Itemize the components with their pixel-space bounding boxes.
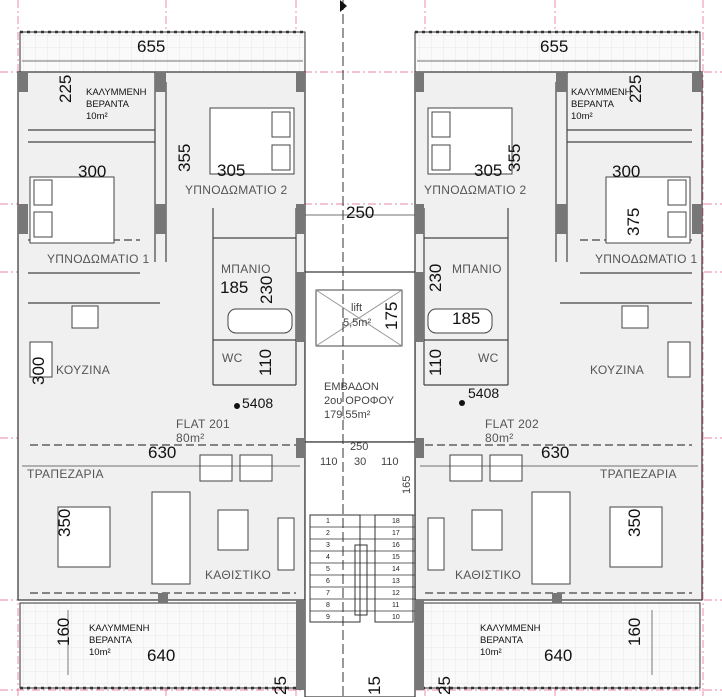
dim-top-width-right: 655: [540, 37, 569, 56]
door-marker-left: [234, 403, 240, 409]
lift-label: lift: [351, 302, 362, 314]
room-bedroom1-right: ΥΠΝΟΔΩΜΑΤΙΟ 1: [595, 252, 698, 266]
dim-bedroom2-depth-right: 355: [505, 143, 524, 172]
stair-step-number: 18: [392, 518, 400, 525]
door-code-left: 5408: [242, 395, 274, 411]
dim-stair-part-2: 30: [354, 456, 367, 468]
door-code-right: 5408: [468, 385, 500, 401]
dim-lift-depth: 175: [382, 301, 401, 330]
dim-living-width-left: 630: [148, 443, 177, 462]
stair-step-number: 6: [326, 578, 330, 585]
room-wc-left: WC: [222, 351, 243, 365]
stair-step-number: 3: [326, 542, 330, 549]
arrow-icon: [340, 0, 347, 12]
dim-stair-part-1: 110: [320, 456, 338, 468]
dim-bathroom-depth-right: 230: [426, 263, 445, 292]
dim-bathroom-width-right: 185: [452, 309, 481, 328]
dim-landing-depth: 165: [401, 475, 413, 494]
room-bedroom1-left: ΥΠΝΟΔΩΜΑΤΙΟ 1: [47, 252, 150, 266]
flat-area-left: 80m²: [176, 431, 205, 445]
room-living-left: ΚΑΘΙΣΤΙΚΟ: [205, 568, 272, 582]
flat-name-right: FLAT 202: [485, 417, 539, 431]
dim-top-depth-left: 225: [56, 74, 75, 103]
room-bedroom2-left: ΥΠΝΟΔΩΜΑΤΙΟ 2: [185, 183, 288, 197]
dim-stair-part-3: 110: [381, 456, 399, 468]
dim-bedroom1-depth-right: 375: [624, 207, 643, 236]
dim-bottom-veranda-width-right: 640: [544, 646, 573, 665]
lift-area: 5,5m²: [343, 317, 372, 329]
stair-step-number: 5: [326, 566, 330, 573]
dim-bedroom1-width-left: 300: [78, 162, 107, 181]
dim-living-width-right: 630: [541, 443, 570, 462]
room-bathroom-left: ΜΠΑΝΙΟ: [221, 262, 271, 276]
stair-step-number: 15: [392, 554, 400, 561]
door-marker-right: [459, 400, 465, 406]
stair-step-number: 8: [326, 602, 330, 609]
dim-top-width-left: 655: [137, 37, 166, 56]
dim-edge-right: 25: [435, 676, 454, 695]
dim-wc-depth-right: 110: [426, 348, 445, 376]
dim-bathroom-depth-left: 230: [257, 275, 276, 304]
dim-bottom-core: 15: [365, 676, 384, 695]
dim-bedroom2-width-left: 305: [217, 161, 246, 180]
stair-step-number: 4: [326, 554, 330, 561]
dim-corridor-width: 250: [346, 203, 375, 222]
flat-name-left: FLAT 201: [176, 417, 230, 431]
room-dining-right: ΤΡΑΠΕΖΑΡΙΑ: [600, 467, 677, 481]
stair-step-number: 14: [392, 566, 400, 573]
room-dining-left: ΤΡΑΠΕΖΑΡΙΑ: [27, 467, 104, 481]
flat-area-right: 80m²: [485, 431, 514, 445]
stair-step-number: 2: [326, 530, 330, 537]
dim-dining-depth-right: 350: [625, 508, 644, 537]
stair-step-number: 1: [326, 518, 330, 525]
dim-bedroom2-width-right: 305: [474, 161, 503, 180]
room-bedroom2-right: ΥΠΝΟΔΩΜΑΤΙΟ 2: [424, 183, 527, 197]
stair-step-number: 12: [392, 590, 400, 597]
room-wc-right: WC: [478, 351, 499, 365]
stair-step-number: 10: [392, 614, 400, 621]
room-living-right: ΚΑΘΙΣΤΙΚΟ: [455, 568, 522, 582]
room-bathroom-right: ΜΠΑΝΙΟ: [452, 262, 502, 276]
stair-step-number: 11: [392, 602, 400, 609]
dim-bedroom2-depth-left: 355: [175, 143, 194, 172]
furniture: [29, 107, 691, 585]
stair-step-number: 17: [392, 530, 400, 537]
dim-wc-depth-left: 110: [256, 348, 275, 376]
stair-step-number: 16: [392, 542, 400, 549]
dim-bottom-veranda-width-left: 640: [147, 646, 176, 665]
dim-stair-width: 250: [350, 441, 369, 453]
dim-bottom-veranda-depth-right: 160: [625, 617, 644, 646]
dim-edge-left: 25: [271, 676, 290, 695]
stair-step-number: 9: [326, 614, 330, 621]
lift-shaft: [315, 289, 403, 347]
dim-dining-depth-left: 350: [55, 508, 74, 537]
stair-step-number: 7: [326, 590, 330, 597]
room-kitchen-left: ΚΟΥΖΙΝΑ: [56, 363, 111, 377]
columns: [18, 72, 702, 690]
dim-bathroom-width-left: 185: [220, 278, 249, 297]
dim-bottom-veranda-depth-left: 160: [54, 617, 73, 646]
dim-bedroom1-width-right: 300: [612, 162, 641, 181]
stair-step-number: 13: [392, 578, 400, 585]
room-kitchen-right: ΚΟΥΖΙΝΑ: [590, 363, 645, 377]
dim-kitchen-depth-left: 300: [29, 356, 48, 385]
